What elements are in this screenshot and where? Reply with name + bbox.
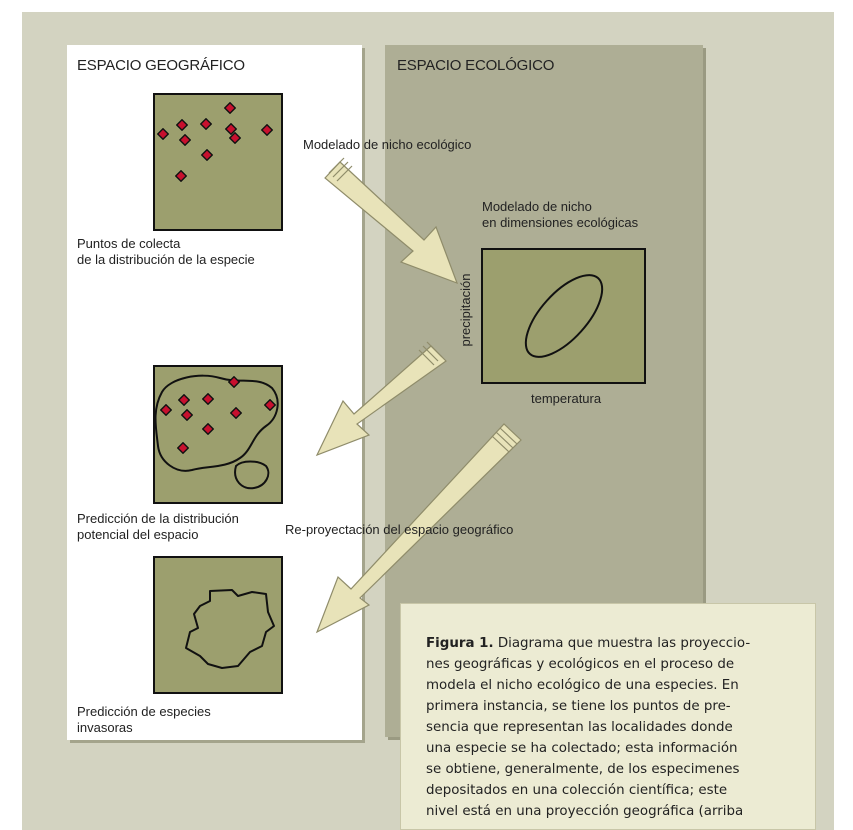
caption-line: primera instancia, se tiene los puntos d… (426, 699, 731, 714)
figure-caption: Figura 1. Diagrama que muestra las proye… (400, 603, 816, 830)
caption-line: nivel está en una proyección geográfica … (426, 804, 744, 819)
caption-line: sencia que representan las localidades d… (426, 720, 733, 735)
arrow-niche-modeling (324, 157, 459, 285)
arrow-reprojection (315, 423, 522, 634)
arrow-prediction (315, 341, 447, 457)
y-axis-label: precipitación (458, 273, 473, 347)
collection-points-map (153, 93, 283, 231)
reprojection-label: Re-proyectación del espacio geográfico (285, 522, 514, 537)
caption-figure-label: Figura 1. (426, 636, 494, 651)
caption-text: Figura 1. Diagrama que muestra las proye… (426, 633, 798, 822)
niche-dimensions-label-line2: en dimensiones ecológicas (482, 215, 639, 230)
ecological-space-title: ESPACIO ECOLÓGICO (397, 57, 555, 74)
niche-dimensions-label-line1: Modelado de nicho (482, 199, 592, 214)
invasive-species-map (153, 556, 283, 694)
caption-line: depositados en una colección científica;… (426, 783, 728, 798)
niche-modeling-label: Modelado de nicho ecológico (303, 137, 472, 152)
prediction-label-line1: Predicción de la distribución (77, 511, 239, 526)
caption-line: nes geográficas y ecológicos en el proce… (426, 657, 735, 672)
caption-line: Diagrama que muestra las proyeccio- (493, 636, 751, 651)
predicted-distribution-map (153, 365, 283, 504)
geographic-space-title: ESPACIO GEOGRÁFICO (77, 57, 245, 74)
invasive-label-line1: Predicción de especies (77, 704, 211, 719)
prediction-label-line2: potencial del espacio (77, 527, 199, 542)
caption-line: una especie se ha colectado; esta inform… (426, 741, 738, 756)
x-axis-label: temperatura (531, 391, 602, 406)
caption-line: se obtiene, generalmente, de los especim… (426, 762, 740, 777)
collection-points-label-line1: Puntos de colecta (77, 236, 181, 251)
caption-line: modela el nicho ecológico de una especie… (426, 678, 739, 693)
niche-ellipse (524, 274, 604, 358)
invasive-label-line2: invasoras (77, 720, 133, 735)
niche-plot (481, 248, 646, 384)
collection-points-label-line2: de la distribución de la especie (77, 252, 255, 267)
